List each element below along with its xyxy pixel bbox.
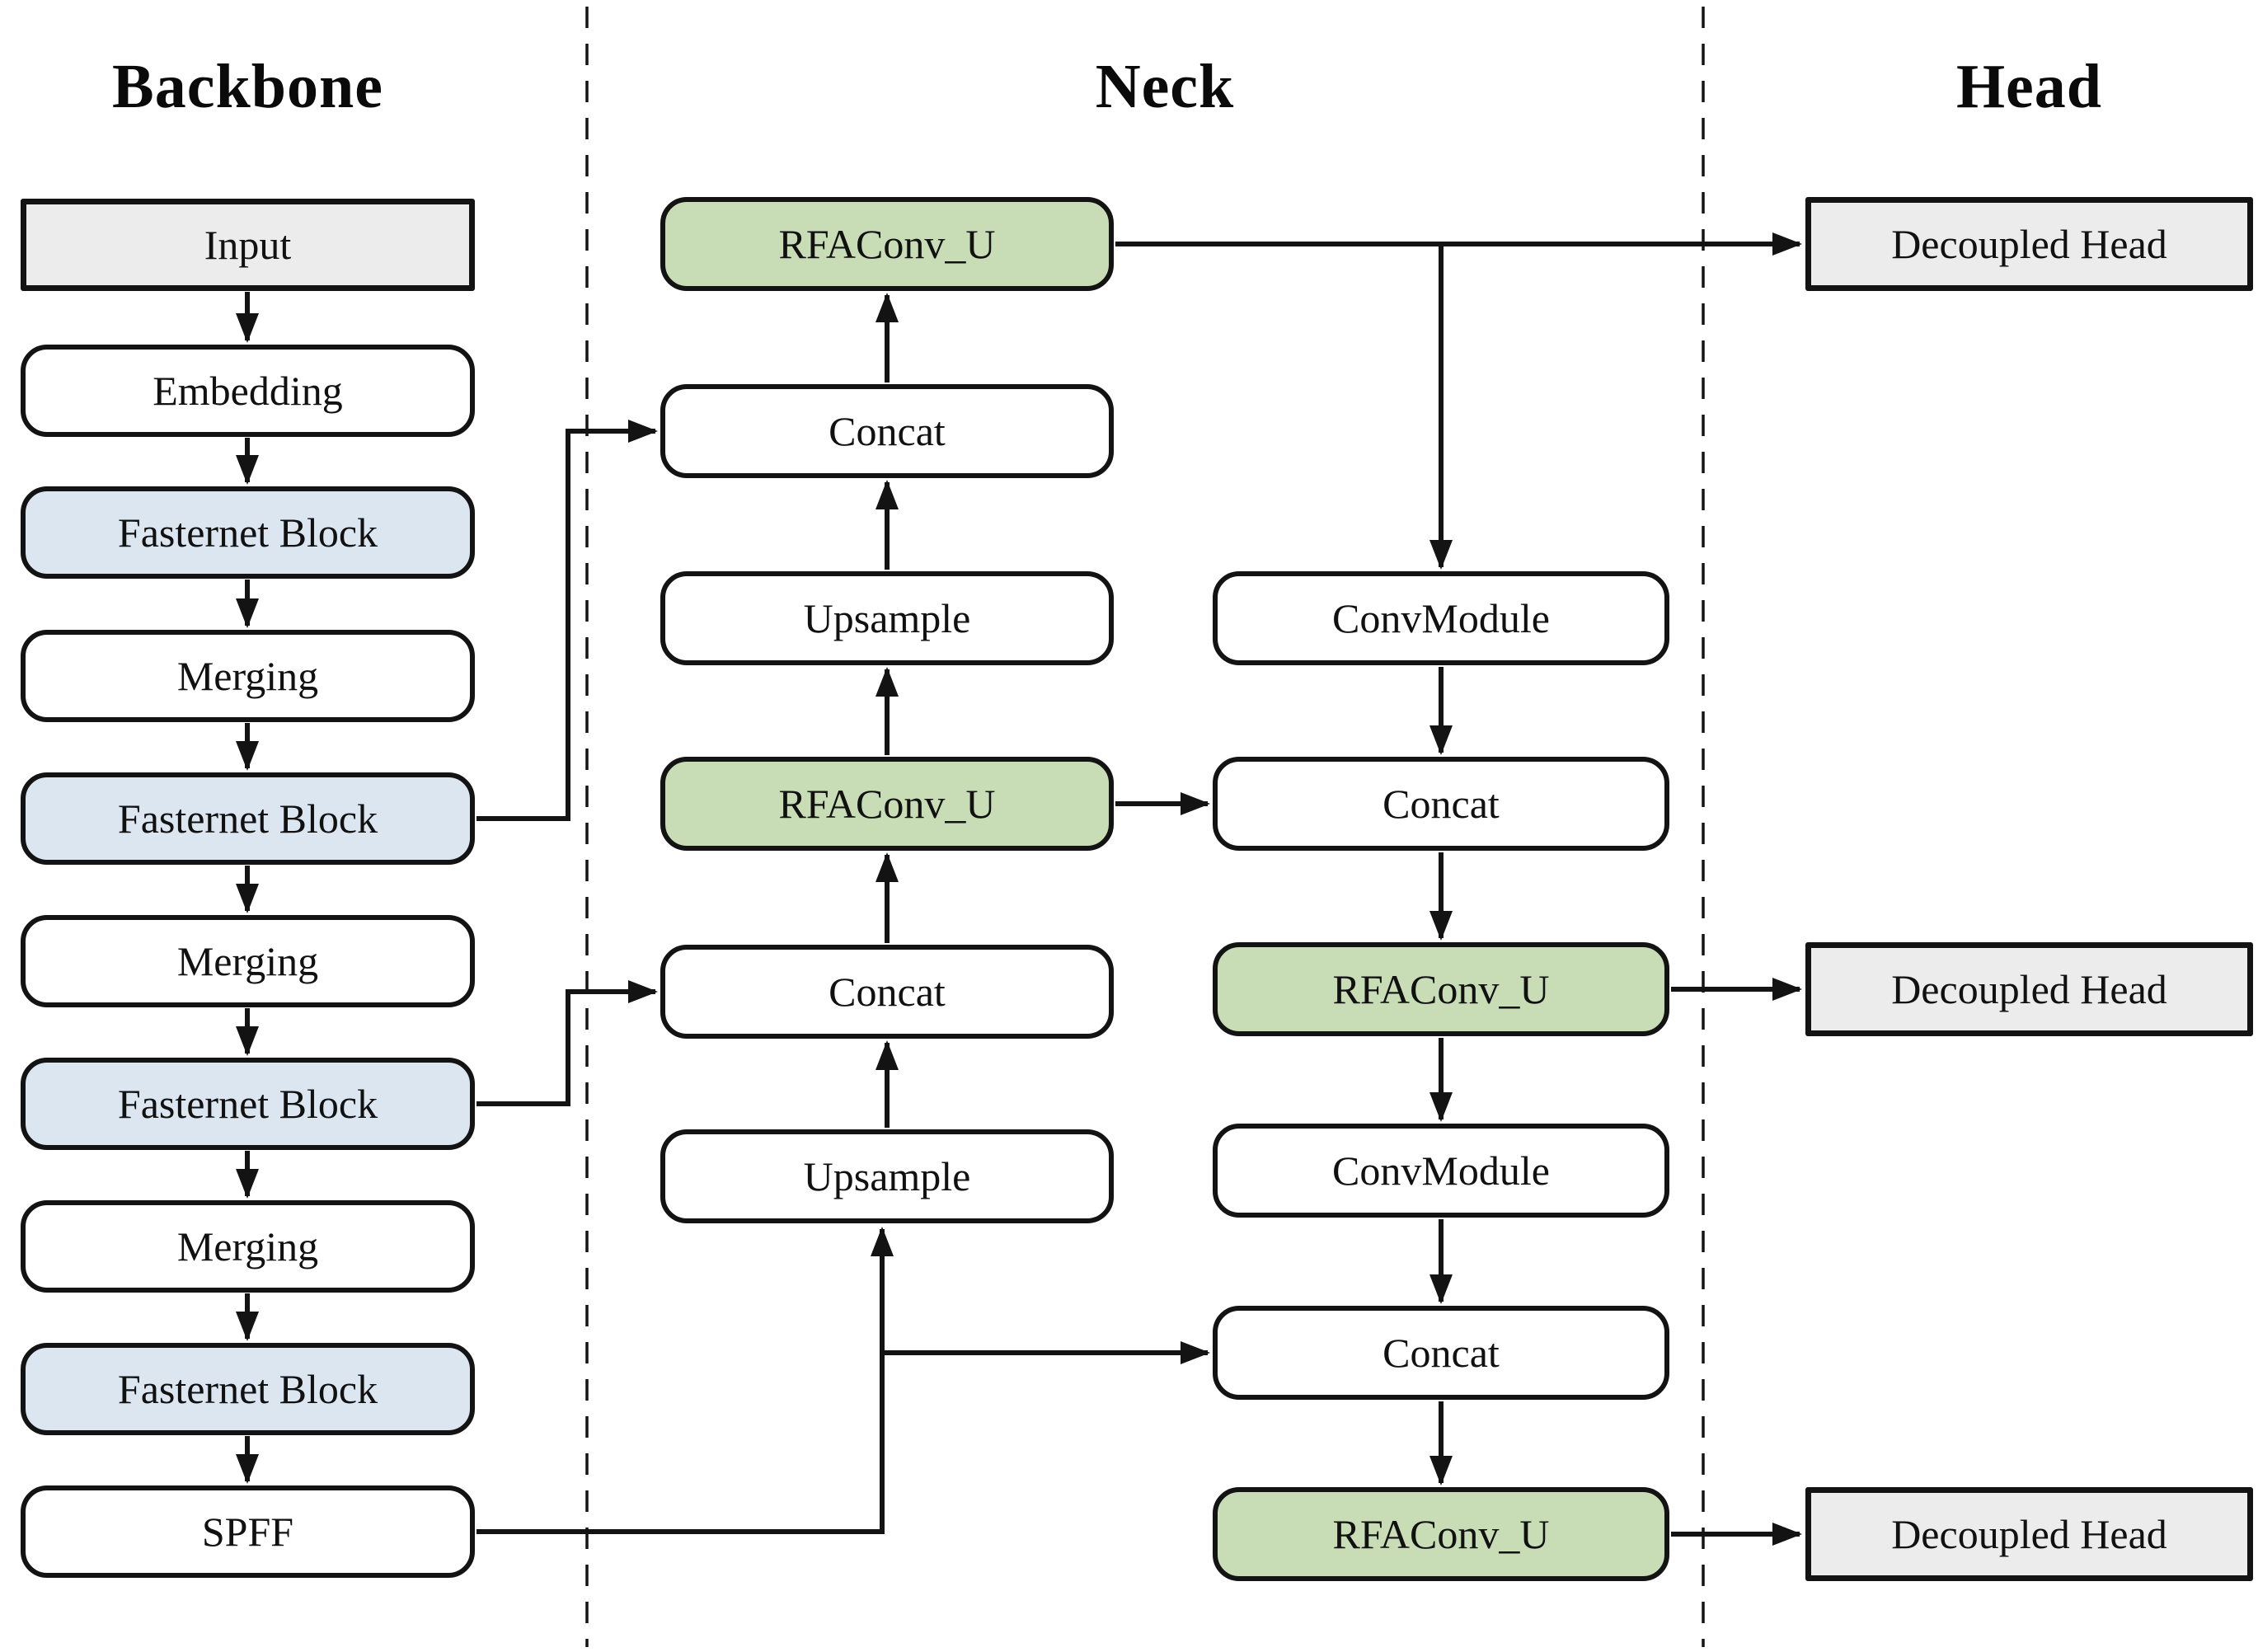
- elbow-fasternet3-concat2: [476, 980, 658, 1106]
- node-fasternet-block-2: Fasternet Block: [21, 772, 475, 865]
- node-concat-4: Concat: [1213, 1306, 1669, 1400]
- node-fasternet-block-1: Fasternet Block: [21, 486, 475, 579]
- node-embedding: Embedding: [21, 345, 475, 437]
- node-rfaconv-u-mid: RFAConv_U: [660, 757, 1114, 851]
- section-label-head: Head: [1955, 52, 2103, 121]
- elbow-spff-upsample2: [476, 1227, 894, 1534]
- node-merging-1: Merging: [21, 630, 475, 722]
- node-decoupled-head-2: Decoupled Head: [1805, 942, 2253, 1036]
- horizontal-arrows: [1115, 232, 1802, 1546]
- node-convmodule-2: ConvModule: [1213, 1124, 1669, 1218]
- skip-connections: [476, 420, 1210, 1534]
- node-merging-2: Merging: [21, 915, 475, 1007]
- node-rfaconv-u-2: RFAConv_U: [1213, 942, 1669, 1036]
- node-concat-3: Concat: [1213, 757, 1669, 851]
- node-input: Input: [21, 199, 475, 291]
- node-upsample-2: Upsample: [660, 1129, 1114, 1223]
- node-upsample-1: Upsample: [660, 571, 1114, 665]
- column-dividers: [585, 7, 1705, 1647]
- node-decoupled-head-3: Decoupled Head: [1805, 1487, 2253, 1581]
- node-fasternet-block-3: Fasternet Block: [21, 1058, 475, 1150]
- node-concat-2: Concat: [660, 945, 1114, 1039]
- node-rfaconv-u-3: RFAConv_U: [1213, 1487, 1669, 1581]
- node-decoupled-head-1: Decoupled Head: [1805, 197, 2253, 291]
- node-fasternet-block-4: Fasternet Block: [21, 1343, 475, 1435]
- node-merging-3: Merging: [21, 1200, 475, 1293]
- node-concat-1: Concat: [660, 384, 1114, 478]
- elbow-fasternet2-concat1: [476, 420, 658, 821]
- node-convmodule-1: ConvModule: [1213, 571, 1669, 665]
- section-label-backbone: Backbone: [112, 52, 383, 121]
- node-rfaconv-u-top: RFAConv_U: [660, 197, 1114, 291]
- node-spff: SPFF: [21, 1485, 475, 1578]
- section-label-neck: Neck: [1095, 52, 1235, 121]
